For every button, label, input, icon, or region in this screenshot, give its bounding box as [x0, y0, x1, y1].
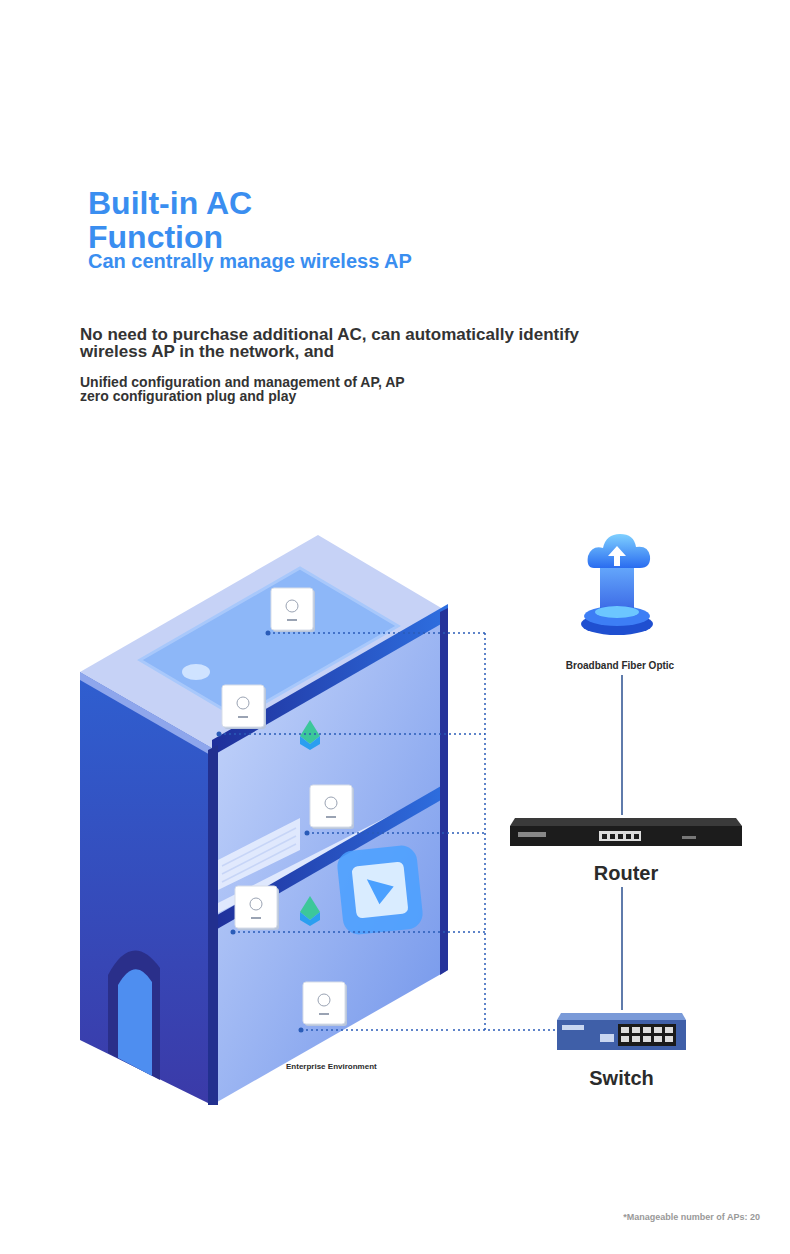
building [80, 535, 448, 1105]
ap-dot [299, 1028, 304, 1033]
access-points [217, 588, 486, 1033]
ap-lead [268, 632, 485, 634]
switch: Switch [555, 1010, 688, 1092]
ap-lead [301, 1029, 448, 1031]
router-device [510, 818, 742, 846]
access-point [271, 588, 315, 632]
switch-device [557, 1013, 686, 1050]
footnote: *Manageable number of APs: 20 [500, 1211, 760, 1223]
enterprise-building: Enterprise Environment [78, 530, 450, 1110]
cloud-icon [581, 534, 653, 635]
ap-dot [231, 930, 236, 935]
ap-dot [217, 732, 222, 737]
access-point [303, 982, 347, 1026]
ap-dot [266, 631, 271, 636]
access-point [222, 685, 266, 729]
subtitle: Can centrally manage wireless AP [88, 249, 528, 273]
connector [450, 1029, 555, 1031]
ap-lead [233, 931, 485, 933]
ap-lead [307, 832, 485, 834]
description: No need to purchase additional AC, can a… [80, 326, 600, 360]
node-label: Switch [589, 1066, 653, 1090]
node-label: Enterprise Environment [286, 1061, 377, 1073]
ap-lead [219, 733, 485, 735]
access-point [235, 886, 279, 930]
connector [621, 675, 623, 815]
access-point [310, 785, 354, 829]
node-label: Broadband Fiber Optic [566, 659, 674, 673]
node-label: Router [594, 861, 658, 885]
connector [621, 887, 623, 1010]
title: Built-in AC Function [88, 186, 328, 254]
ap-trunk [484, 633, 486, 1030]
description: Unified configuration and management of … [80, 375, 410, 403]
fiber-source: Broadband Fiber Optic [564, 530, 676, 675]
ap-dot [305, 831, 310, 836]
router: Router [508, 815, 744, 887]
